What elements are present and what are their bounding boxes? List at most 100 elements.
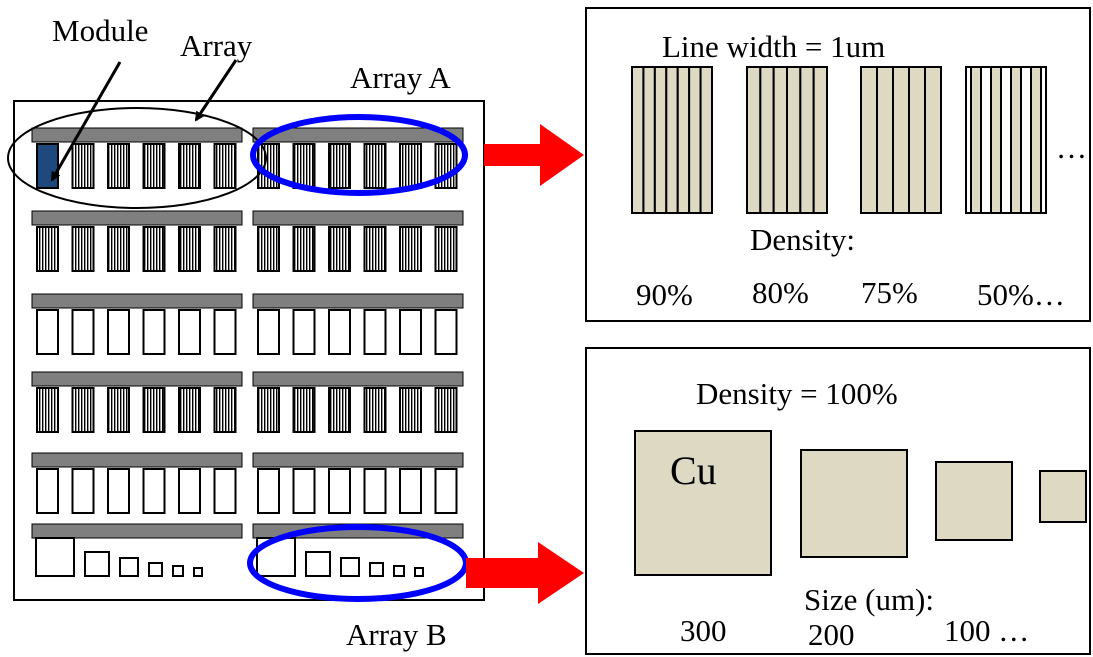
- density-90: 90%: [636, 277, 693, 312]
- array-module: [178, 309, 201, 355]
- array-module: [71, 226, 95, 272]
- array-module: [363, 468, 387, 514]
- metal-line: [876, 66, 894, 214]
- array-module: [328, 387, 351, 433]
- metal-line: [653, 66, 668, 214]
- array-module: [178, 143, 201, 189]
- density-label: Density:: [750, 222, 855, 257]
- metal-line: [772, 66, 789, 214]
- pad-module: [305, 551, 331, 577]
- pad-module: [340, 557, 360, 577]
- line-group: [631, 66, 713, 214]
- cu-pad-small: [1039, 470, 1087, 523]
- cu-pad-300: [634, 430, 772, 576]
- array-module: [257, 309, 280, 355]
- array-module: [71, 143, 95, 189]
- array-module: [399, 143, 422, 189]
- metal-line: [665, 66, 679, 214]
- red-arrow-top: [484, 124, 584, 186]
- module-pointer-arrow: [50, 61, 122, 182]
- array-module: [328, 143, 351, 189]
- metal-line: [642, 66, 656, 214]
- metal-line: [799, 66, 815, 214]
- highlighted-module: [36, 143, 59, 189]
- metal-line: [1030, 66, 1042, 214]
- array-module: [399, 387, 422, 433]
- array-bar: [31, 371, 243, 387]
- array-module: [434, 468, 458, 514]
- array-b-label: Array B: [346, 617, 447, 652]
- density-80: 80%: [752, 275, 809, 310]
- array-bar: [252, 293, 464, 309]
- array-module: [363, 309, 387, 355]
- metal-line: [699, 66, 713, 214]
- metal-line: [746, 66, 762, 214]
- metal-line: [759, 66, 775, 214]
- array-module: [292, 309, 316, 355]
- metal-line: [812, 66, 829, 214]
- array-module: [178, 226, 201, 272]
- array-module: [107, 387, 130, 433]
- array-module: [142, 468, 166, 514]
- array-ellipse: [7, 107, 267, 209]
- array-module: [107, 468, 130, 514]
- size-label: Size (um):: [804, 582, 934, 617]
- array-module: [107, 309, 130, 355]
- array-bar: [31, 523, 243, 539]
- array-a-ellipse: [250, 114, 468, 196]
- pad-module: [369, 562, 384, 577]
- array-bar: [252, 210, 464, 226]
- size-100: 100 …: [944, 613, 1029, 648]
- line-ellipsis: …: [1056, 130, 1087, 165]
- pad-module: [414, 567, 424, 577]
- array-module: [257, 226, 280, 272]
- line-group: [860, 66, 942, 214]
- array-module: [142, 387, 166, 433]
- array-module: [213, 309, 237, 355]
- array-bar: [31, 293, 243, 309]
- array-pointer-arrow: [194, 59, 238, 122]
- array-module: [399, 226, 422, 272]
- array-bar: [252, 371, 464, 387]
- density-100-title: Density = 100%: [696, 376, 898, 411]
- metal-line: [990, 66, 1002, 214]
- metal-line: [908, 66, 926, 214]
- array-module: [363, 387, 387, 433]
- density-75: 75%: [861, 275, 918, 310]
- array-module: [434, 309, 458, 355]
- array-module: [363, 143, 387, 189]
- array-module: [328, 226, 351, 272]
- array-module: [292, 468, 316, 514]
- array-module: [142, 143, 166, 189]
- array-module: [36, 387, 59, 433]
- array-bar: [31, 452, 243, 468]
- metal-line: [676, 66, 691, 214]
- array-module: [257, 387, 280, 433]
- array-module: [107, 143, 130, 189]
- pad-module: [172, 565, 184, 577]
- line-group: [965, 66, 1047, 214]
- array-module: [178, 468, 201, 514]
- metal-line: [924, 66, 942, 214]
- metal-line: [970, 66, 982, 214]
- red-arrow-bottom: [466, 542, 584, 604]
- array-module: [257, 468, 280, 514]
- density-50: 50%…: [977, 277, 1065, 312]
- pad-module: [393, 565, 405, 577]
- array-module: [434, 226, 458, 272]
- metal-line: [688, 66, 702, 214]
- metal-line: [860, 66, 878, 214]
- array-module: [363, 226, 387, 272]
- array-module: [292, 387, 316, 433]
- array-module: [328, 468, 351, 514]
- line-width-title: Line width = 1um: [662, 29, 885, 64]
- metal-line: [786, 66, 802, 214]
- array-module: [142, 309, 166, 355]
- line-structures: [631, 66, 1047, 214]
- size-300: 300: [680, 613, 727, 648]
- array-module: [399, 468, 422, 514]
- array-module: [292, 143, 316, 189]
- cu-pad-100: [935, 461, 1013, 541]
- array-module: [328, 309, 351, 355]
